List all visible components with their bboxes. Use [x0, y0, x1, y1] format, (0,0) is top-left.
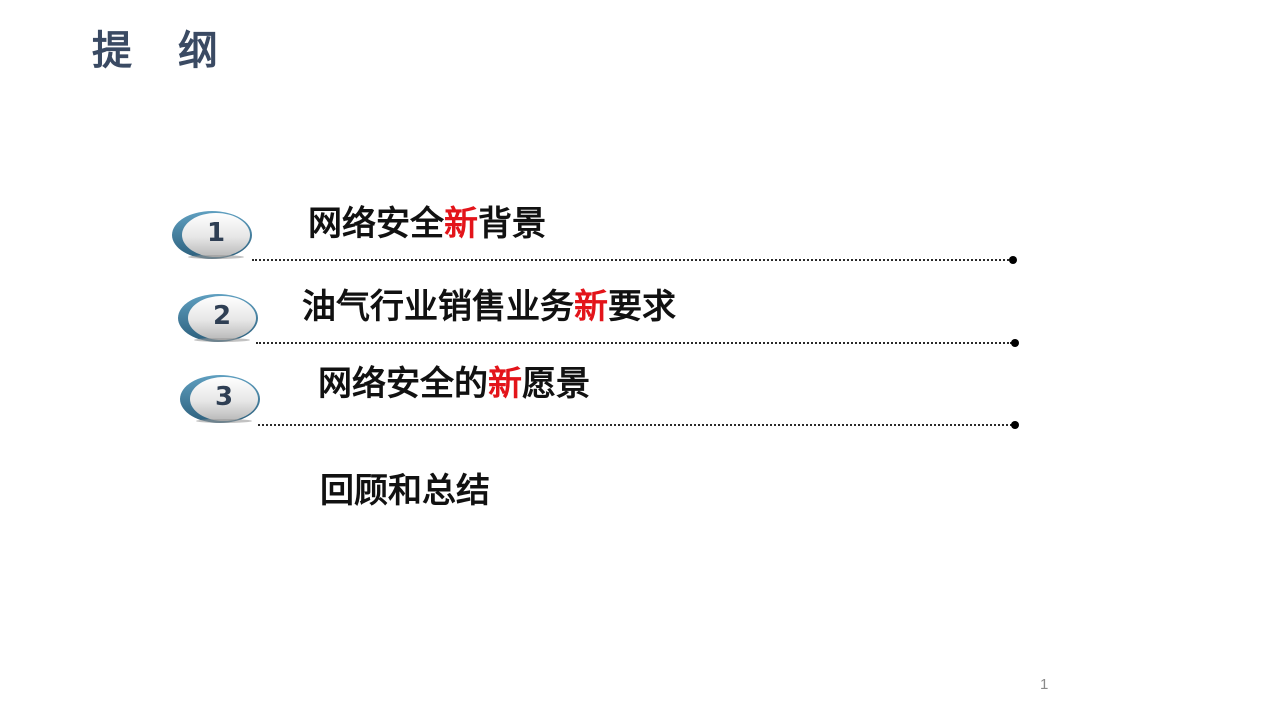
page-number: 1	[1040, 676, 1049, 693]
number-badge-icon	[170, 208, 254, 260]
outline-item-label: 油气行业销售业务新要求	[302, 285, 676, 329]
label-accent-text: 新	[488, 364, 522, 404]
slide-title: 提 纲	[92, 28, 234, 74]
label-accent-text: 新	[444, 204, 478, 244]
outline-summary: 回顾和总结	[320, 471, 490, 511]
label-text: 油气行业销售业务	[302, 287, 574, 327]
divider-end-dot	[1009, 256, 1017, 264]
number-badge-icon	[176, 291, 260, 343]
outline-item-label: 网络安全新背景	[308, 202, 546, 246]
outline-item-label: 网络安全的新愿景	[318, 362, 590, 406]
number-badge-icon	[178, 372, 262, 424]
label-text: 愿景	[522, 364, 590, 404]
label-text: 网络安全	[308, 204, 444, 244]
divider-end-dot	[1011, 421, 1019, 429]
dotted-divider	[258, 424, 1012, 426]
label-text: 网络安全的	[318, 364, 488, 404]
label-text: 背景	[478, 204, 546, 244]
divider-end-dot	[1011, 339, 1019, 347]
number-badge-label: 3	[214, 382, 234, 412]
dotted-divider	[256, 342, 1012, 344]
dotted-divider	[252, 259, 1012, 261]
number-badge-label: 1	[206, 218, 226, 248]
label-accent-text: 新	[574, 287, 608, 327]
number-badge-label: 2	[212, 301, 232, 331]
label-text: 要求	[608, 287, 676, 327]
